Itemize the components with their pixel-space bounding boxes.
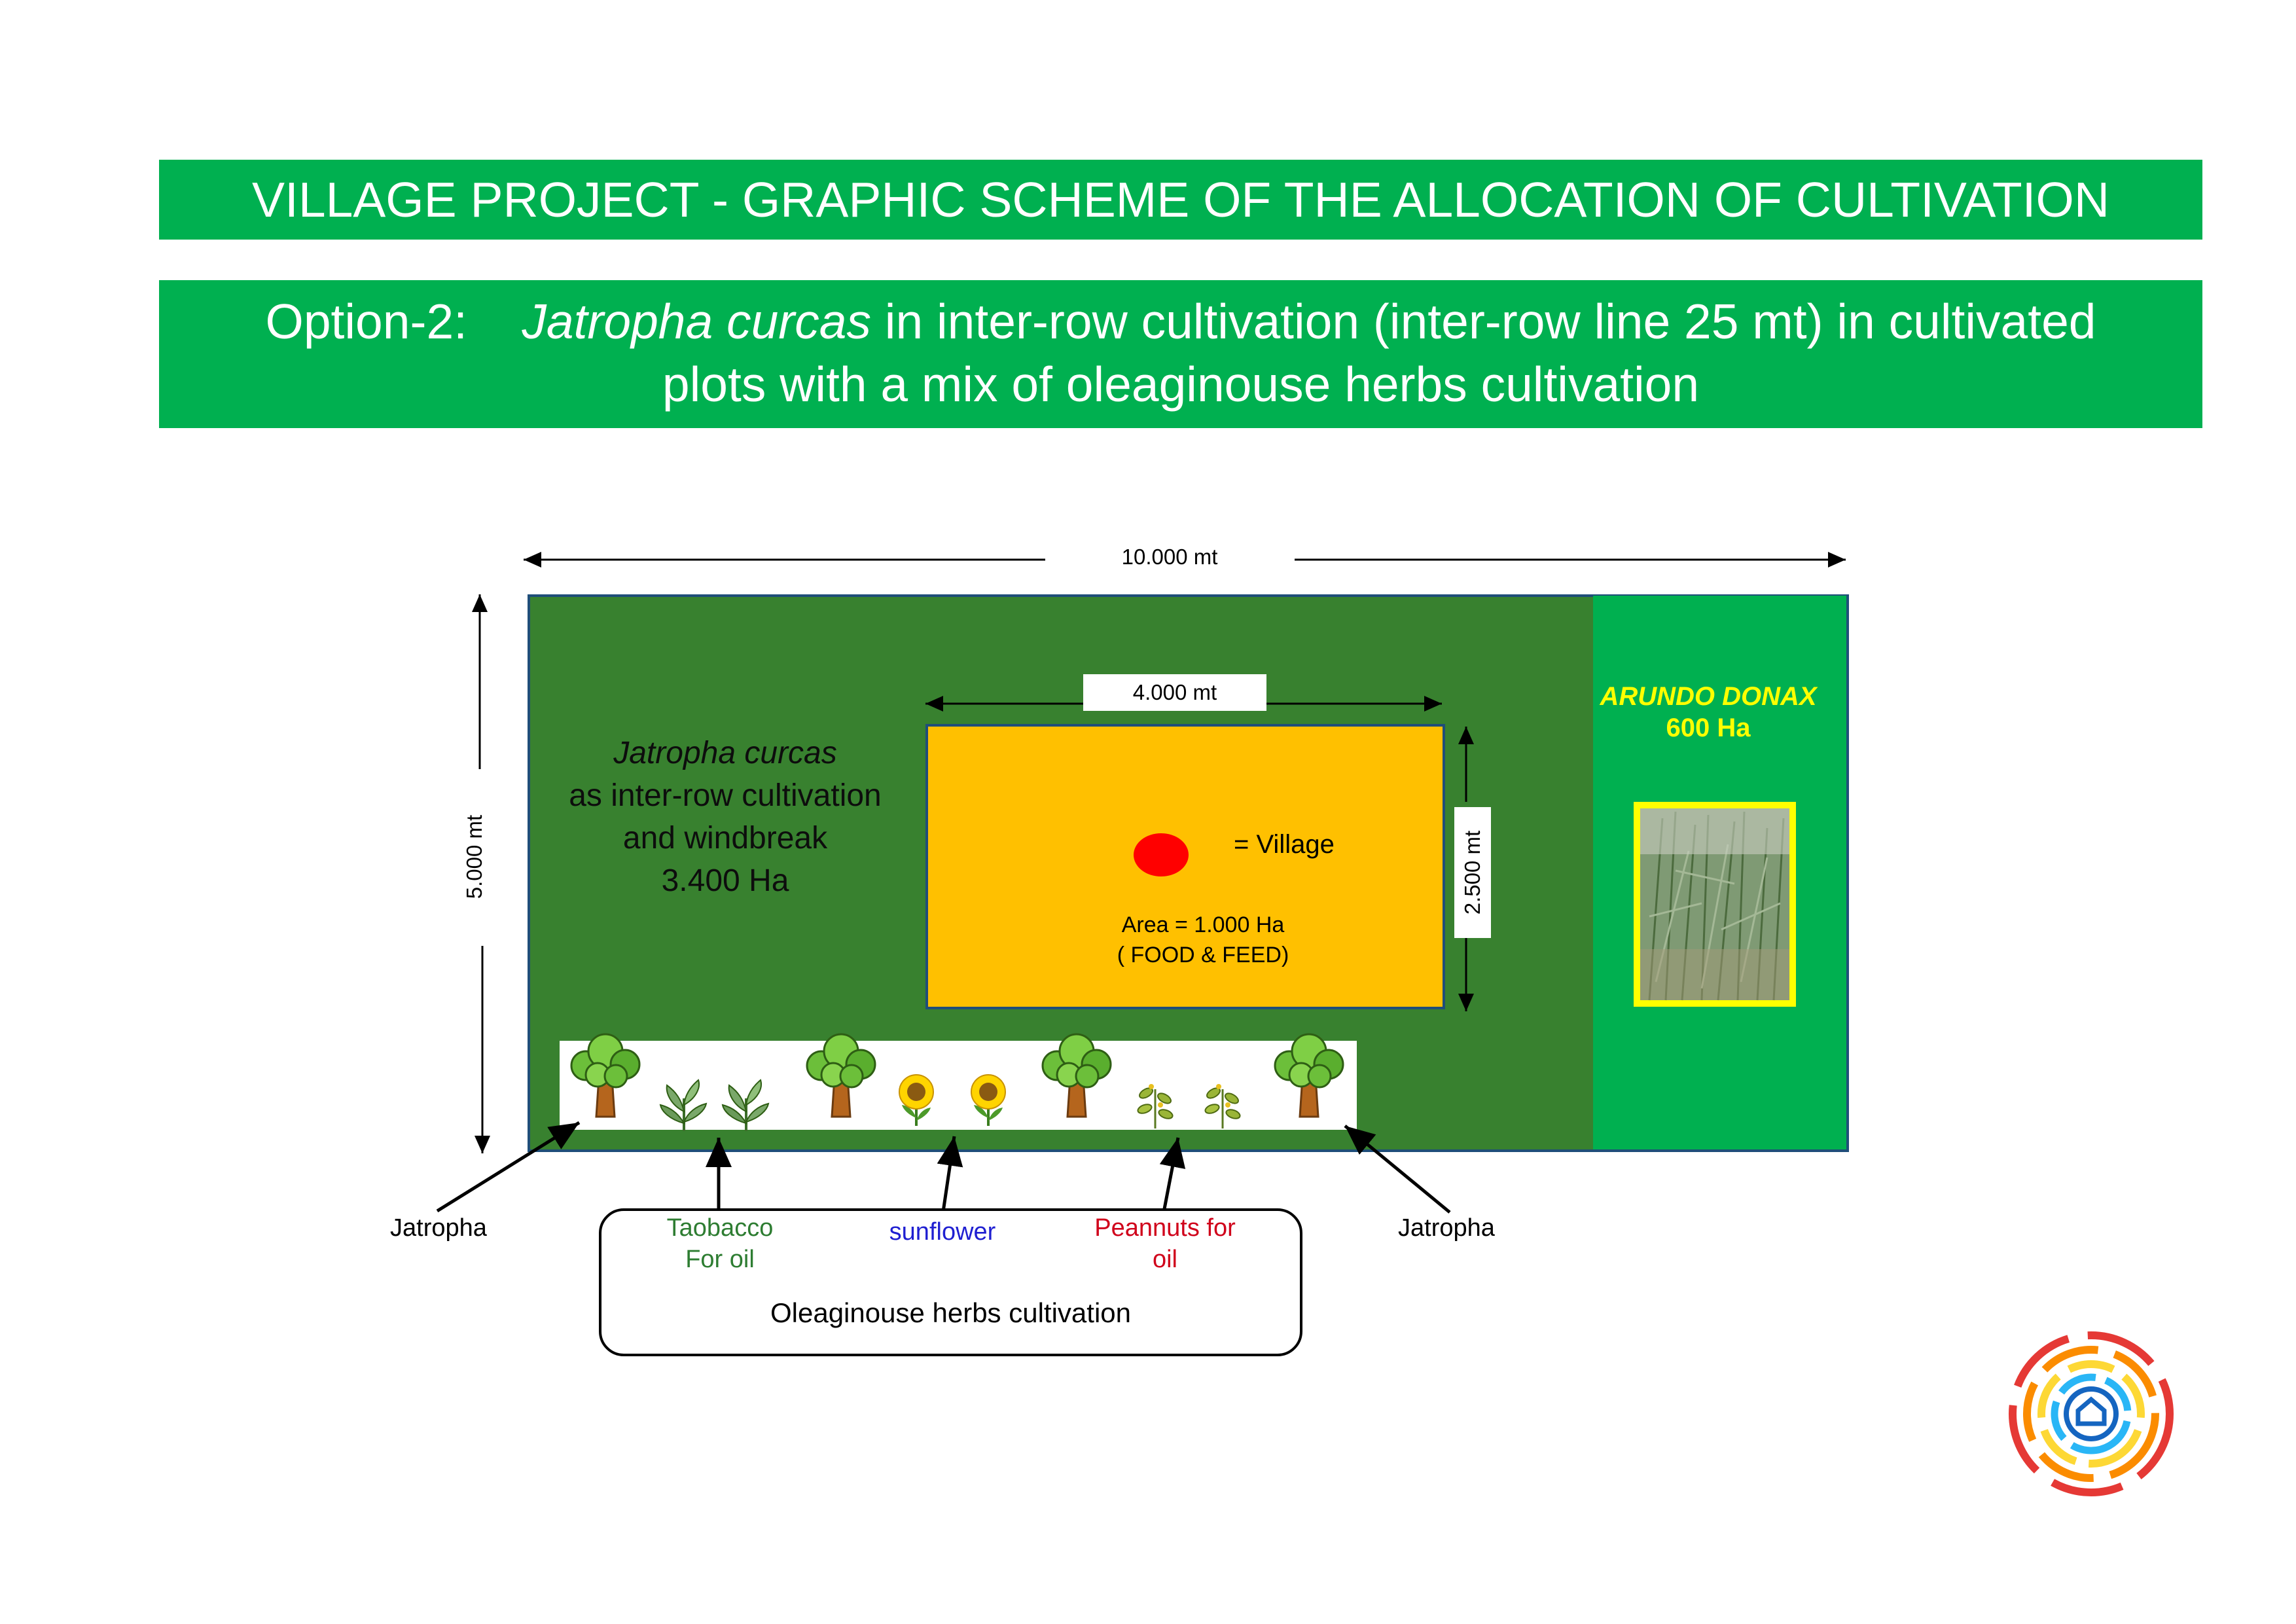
total-width-label: 10.000 mt (1055, 545, 1284, 569)
village-use: ( FOOD & FEED) (1117, 943, 1289, 967)
logo-icon (2009, 1331, 2174, 1496)
village-height-label: 2.500 mt (1454, 807, 1491, 938)
herbs-title: Oleaginouse herbs cultivation (770, 1297, 1131, 1328)
sunflower-label: sunflower (889, 1218, 996, 1246)
jatropha-area-value: 3.400 Ha (661, 863, 789, 898)
village-area-value: Area = 1.000 Ha (1121, 912, 1285, 937)
sunflower-arrow (937, 1136, 963, 1217)
peanuts-arrow (1159, 1137, 1186, 1213)
village-area-label: Area = 1.000 Ha ( FOOD & FEED) (1072, 910, 1334, 970)
village-width-label: 4.000 mt (1083, 674, 1266, 711)
jatropha-left-arrow (436, 1121, 581, 1213)
jatropha-right-label: Jatropha (1398, 1214, 1495, 1242)
peanuts-label: Peannuts for oil (1060, 1212, 1270, 1275)
jatropha-right-arrow (1344, 1125, 1451, 1214)
arundo-name: ARUNDO DONAX (1600, 682, 1817, 711)
peanuts-line-1: Peannuts for (1094, 1214, 1236, 1242)
title-banner: VILLAGE PROJECT - GRAPHIC SCHEME OF THE … (159, 160, 2202, 240)
reed-photo (1634, 802, 1796, 1007)
option-line-1: Option-2: Jatropha curcas in inter-row c… (159, 290, 2202, 353)
herbs-callout-box (599, 1208, 1302, 1356)
page-title: VILLAGE PROJECT - GRAPHIC SCHEME OF THE … (252, 172, 2109, 227)
tobacco-line-2: For oil (685, 1246, 755, 1273)
jatropha-area-label: Jatropha curcas as inter-row cultivation… (522, 732, 928, 902)
jatropha-left-label: Jatropha (390, 1214, 487, 1242)
total-height-label: 5.000 mt (462, 814, 486, 899)
arundo-label: ARUNDO DONAX 600 Ha (1587, 681, 1829, 744)
village-plot (925, 724, 1445, 1009)
jatropha-line-3: and windbreak (622, 821, 828, 856)
village-marker (1134, 833, 1189, 876)
option-banner: Option-2: Jatropha curcas in inter-row c… (159, 280, 2202, 428)
jatropha-line-2: as inter-row cultivation (569, 778, 882, 813)
tobacco-line-1: Taobacco (666, 1214, 774, 1242)
tobacco-label: Taobacco For oil (622, 1212, 818, 1275)
option-prefix: Option-2: (265, 294, 468, 349)
jatropha-species: Jatropha curcas (613, 736, 837, 770)
peanuts-line-2: oil (1152, 1246, 1178, 1273)
option-line-2: plots with a mix of oleaginouse herbs cu… (662, 357, 1700, 412)
option-species: Jatropha curcas (522, 294, 871, 349)
arundo-area: 600 Ha (1666, 713, 1751, 742)
village-legend: = Village (1234, 830, 1335, 859)
option-rest: in inter-row cultivation (inter-row line… (870, 294, 2096, 349)
